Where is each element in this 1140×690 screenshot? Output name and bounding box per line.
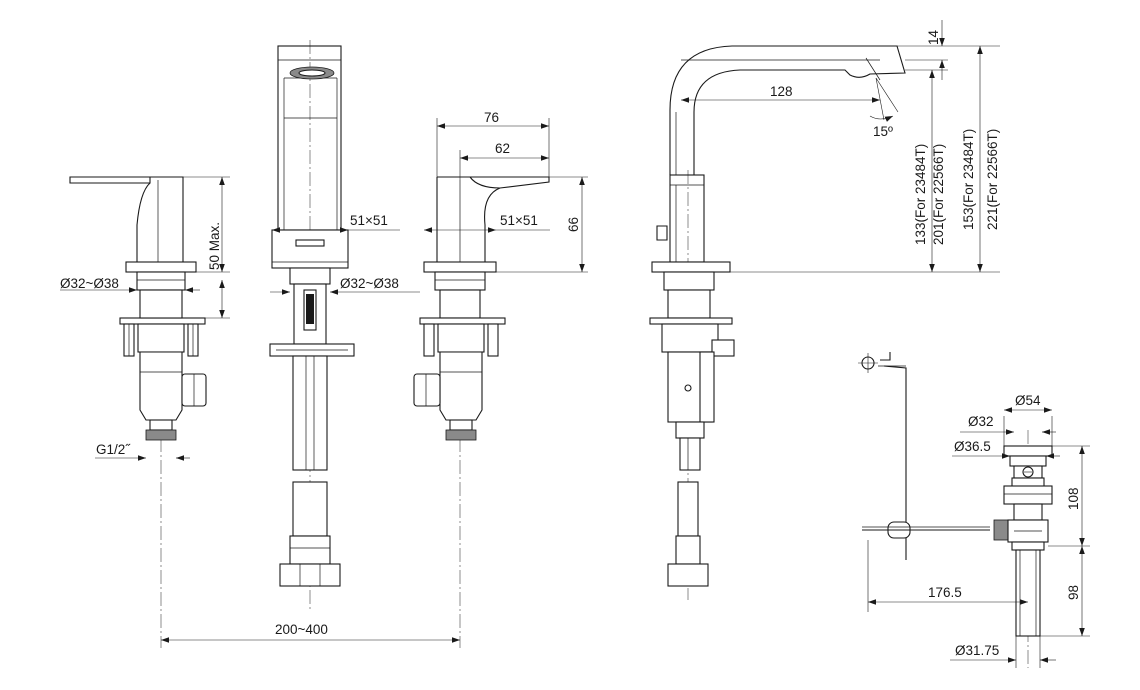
- popup-drain: Ø54 Ø32 Ø36.5 108 98 176.5 Ø31.75: [858, 352, 1090, 668]
- base-size-right-label: 51×51: [500, 213, 538, 228]
- spout-lip-label: 14: [926, 29, 941, 45]
- drain-tail-dia-label: Ø31.75: [955, 643, 999, 658]
- handle-reach-inner-label: 62: [495, 141, 510, 156]
- drain-rod-length-label: 176.5: [928, 585, 962, 600]
- drain-inner-dia-label: Ø32: [968, 414, 994, 429]
- hole-range-left-label: Ø32~Ø38: [60, 276, 119, 291]
- center-spout: 51×51 Ø32~Ø38: [269, 40, 420, 610]
- handle-reach-label: 76: [484, 110, 499, 125]
- left-handle-valve: 50 Max. Ø32~Ø38 G1/2˝: [60, 176, 230, 648]
- spout-reach-label: 128: [770, 84, 793, 99]
- thread-size-label: G1/2˝: [96, 442, 131, 457]
- drain-body-height-label: 108: [1066, 487, 1081, 510]
- drain-top-dia-label: Ø54: [1015, 393, 1041, 408]
- hole-range-center-label: Ø32~Ø38: [340, 276, 399, 291]
- height-b1-label: 153(For 23484T): [961, 129, 976, 230]
- height-a1-label: 133(For 23484T): [913, 144, 928, 245]
- right-handle-valve: 76 62 66 51×51 200~400: [161, 110, 588, 648]
- spout-side-view: 128 15º 14 133(For 23484T) 201(For 22566…: [649, 20, 1000, 600]
- spread-label: 200~400: [275, 622, 328, 637]
- base-size-center-label: 51×51: [350, 213, 388, 228]
- drain-flange-dia-label: Ø36.5: [954, 439, 991, 454]
- lever-height-label: 50 Max.: [207, 222, 222, 270]
- handle-height-label: 66: [566, 217, 581, 232]
- spout-angle-label: 15º: [873, 124, 893, 139]
- height-b2-label: 221(For 22566T): [985, 129, 1000, 230]
- drain-tail-length-label: 98: [1066, 585, 1081, 600]
- height-a2-label: 201(For 22566T): [931, 144, 946, 245]
